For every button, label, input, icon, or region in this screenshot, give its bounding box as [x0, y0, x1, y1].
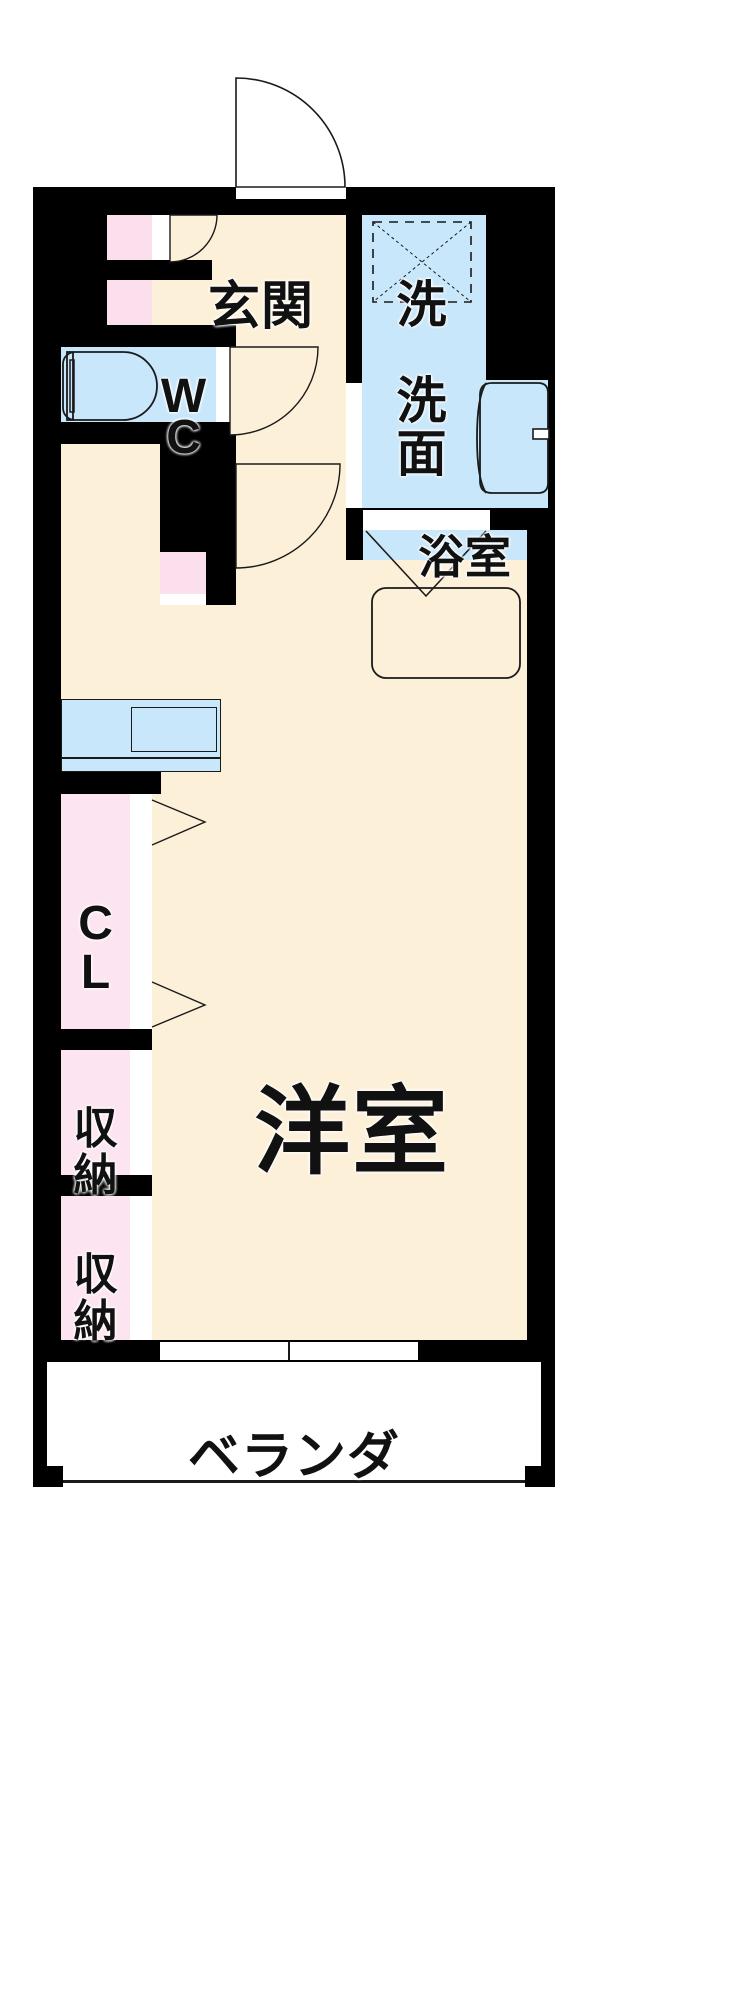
- washroom-sliding-door[interactable]: [346, 383, 362, 508]
- veranda-wall-left: [33, 1362, 47, 1487]
- shoe-cabinet-upper: [107, 215, 152, 260]
- storage-2: [61, 1196, 130, 1340]
- closet-cl-door[interactable]: [130, 794, 152, 1029]
- room-veranda-floor: [33, 1362, 555, 1487]
- room-main-floor-upper: [236, 560, 527, 620]
- kitchen-sink-basin: [131, 707, 217, 752]
- veranda-post-right: [525, 1466, 555, 1487]
- balcony-window-mullion: [288, 1342, 290, 1360]
- wall-kitchen-bottom: [33, 772, 161, 794]
- shoe-cabinet-lower: [107, 280, 152, 325]
- shoe-cabinet-gap: [152, 215, 170, 260]
- wall-genkan-left-block: [33, 187, 107, 325]
- veranda-post-left: [33, 1466, 63, 1487]
- bath-door-opening[interactable]: [362, 510, 490, 530]
- hallway-floor: [236, 215, 346, 605]
- room-washroom-floor-2: [362, 380, 548, 508]
- wall-genkan-right: [346, 187, 362, 350]
- storage-1: [61, 1050, 130, 1175]
- wall-left: [33, 187, 61, 1347]
- closet-cl: [61, 794, 130, 1029]
- room-wc-floor: [61, 347, 216, 422]
- storage-1-door[interactable]: [130, 1050, 152, 1175]
- wc-door-gap: [216, 347, 230, 422]
- entrance-threshold: [236, 187, 346, 199]
- room-washroom-floor: [362, 215, 486, 380]
- kitchen-floor: [61, 444, 160, 699]
- wall-storage1-bottom: [33, 1175, 152, 1196]
- veranda-wall-right: [541, 1362, 555, 1487]
- wall-shoe-divider: [107, 260, 212, 280]
- entrance-door-swing: [235, 77, 346, 188]
- wall-cl-bottom: [33, 1029, 152, 1050]
- wall-genkan-right-2: [346, 350, 362, 383]
- kitchen-counter-front: [61, 758, 221, 772]
- hall-cabinet-door: [160, 594, 206, 605]
- storage-2-door[interactable]: [130, 1196, 152, 1340]
- wall-washroom-right-block: [486, 187, 555, 380]
- veranda-rail-bottom: [33, 1480, 555, 1483]
- hall-cabinet: [160, 552, 206, 594]
